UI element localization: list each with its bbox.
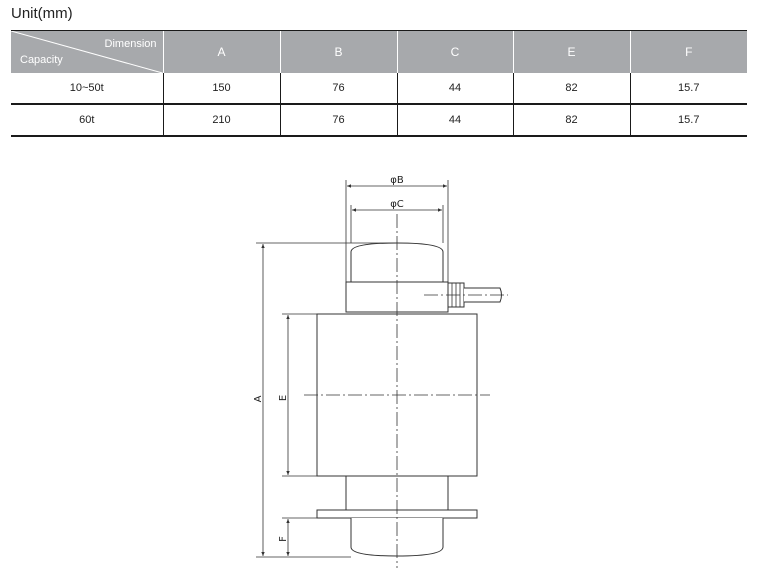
row-value-cell: 150 [162,73,280,105]
table-header-row: Dimension Capacity A B C E F [11,30,747,73]
row-value-cell: 82 [512,104,630,137]
dimension-e-label: E [278,395,289,401]
load-cell-technical-drawing: φB φC A E F [253,175,508,568]
header-col-f: F [629,30,747,73]
dimension-c-label: φC [390,199,404,210]
corner-diagonal-line [11,31,163,73]
row-value-cell: 210 [162,104,280,137]
row-value-cell: 76 [279,104,397,137]
row-capacity-cell: 10~50t [11,73,163,105]
header-col-e: E [512,30,630,73]
row-value-cell: 76 [279,73,397,105]
dimension-f-label: F [278,536,289,542]
dimension-a-label: A [253,395,264,402]
row-value-cell: 15.7 [629,104,747,137]
header-corner-cell: Dimension Capacity [11,30,163,73]
row-value-cell: 44 [396,104,513,137]
header-capacity-label: Capacity [20,54,63,66]
table-row: 60t 210 76 44 82 15.7 [11,104,747,137]
table-row: 10~50t 150 76 44 82 15.7 [11,73,747,105]
header-dimension-label: Dimension [104,38,157,50]
dimension-table: Dimension Capacity A B C E F 10~50t 150 … [11,30,747,137]
row-value-cell: 44 [396,73,513,105]
header-col-c: C [396,30,513,73]
unit-title: Unit(mm) [11,5,73,22]
row-value-cell: 82 [512,73,630,105]
header-col-b: B [279,30,397,73]
dimension-b-label: φB [390,175,404,186]
header-col-a: A [162,30,280,73]
row-capacity-cell: 60t [11,104,163,137]
row-value-cell: 15.7 [629,73,747,105]
